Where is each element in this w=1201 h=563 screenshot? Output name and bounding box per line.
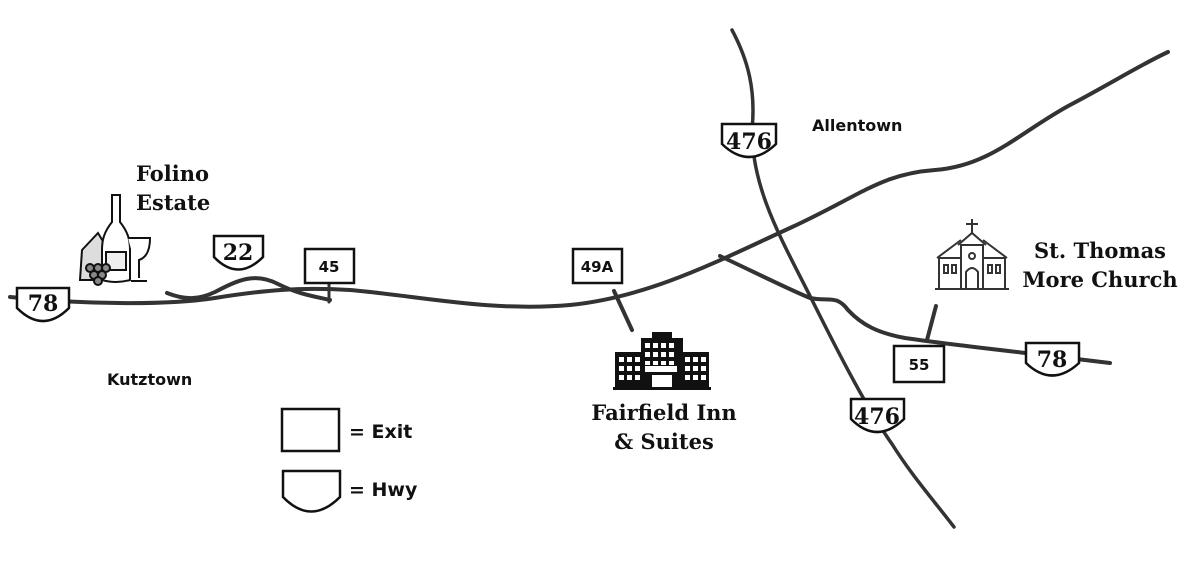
hwy-label-476-south: 476 [854, 404, 900, 430]
legend-hwy-label: = Hwy [349, 479, 418, 501]
place-label-church-line1: St. Thomas [1033, 238, 1167, 263]
place-label-church-line2: More Church [1022, 267, 1178, 292]
hwy-label-78-east: 78 [1037, 347, 1068, 373]
church-icon [935, 219, 1009, 290]
road-church-spur [925, 304, 938, 342]
exit-box-49a[interactable] [571, 247, 624, 285]
exit-box-45[interactable] [303, 247, 356, 285]
place-label-winery-line1: Folino [136, 161, 209, 186]
place-label-winery-line2: Estate [136, 190, 211, 215]
hwy-shield-78-west[interactable] [15, 286, 71, 323]
hwy-shield-78-east[interactable] [1024, 341, 1081, 377]
road-hotel-spur [612, 289, 634, 332]
exit-label-49a: 49A [581, 258, 614, 276]
town-label-kutztown: Kutztown [107, 370, 193, 389]
wine-bottle-glass-grapes-icon [78, 194, 152, 286]
hwy-shield-22[interactable] [212, 234, 265, 271]
road-i78 [8, 50, 1170, 309]
hotel-building-icon [613, 332, 711, 390]
place-label-hotel-line2: & Suites [614, 429, 714, 454]
road-rt78-east [718, 254, 1112, 365]
exit-label-55: 55 [909, 356, 930, 374]
place-label-hotel-line1: Fairfield Inn [591, 400, 737, 425]
road-rt22 [165, 276, 332, 302]
hwy-label-476-north: 476 [726, 129, 772, 155]
place-label-hotel[interactable]: Fairfield Inn & Suites [584, 398, 744, 456]
place-label-winery[interactable]: Folino Estate [136, 159, 210, 217]
hwy-shield-476-south[interactable] [849, 397, 906, 434]
hwy-label-78-west: 78 [28, 291, 59, 317]
place-label-church[interactable]: St. Thomas More Church [1016, 236, 1184, 294]
exit-box-55[interactable] [892, 344, 946, 384]
town-label-allentown: Allentown [812, 116, 903, 135]
hwy-label-22: 22 [223, 240, 254, 266]
legend-exit-label: = Exit [349, 421, 413, 443]
legend-exit-box [280, 407, 341, 453]
hwy-shield-476-north[interactable] [720, 122, 778, 159]
legend-hwy-shield [281, 469, 342, 513]
exit-label-45: 45 [319, 258, 340, 276]
